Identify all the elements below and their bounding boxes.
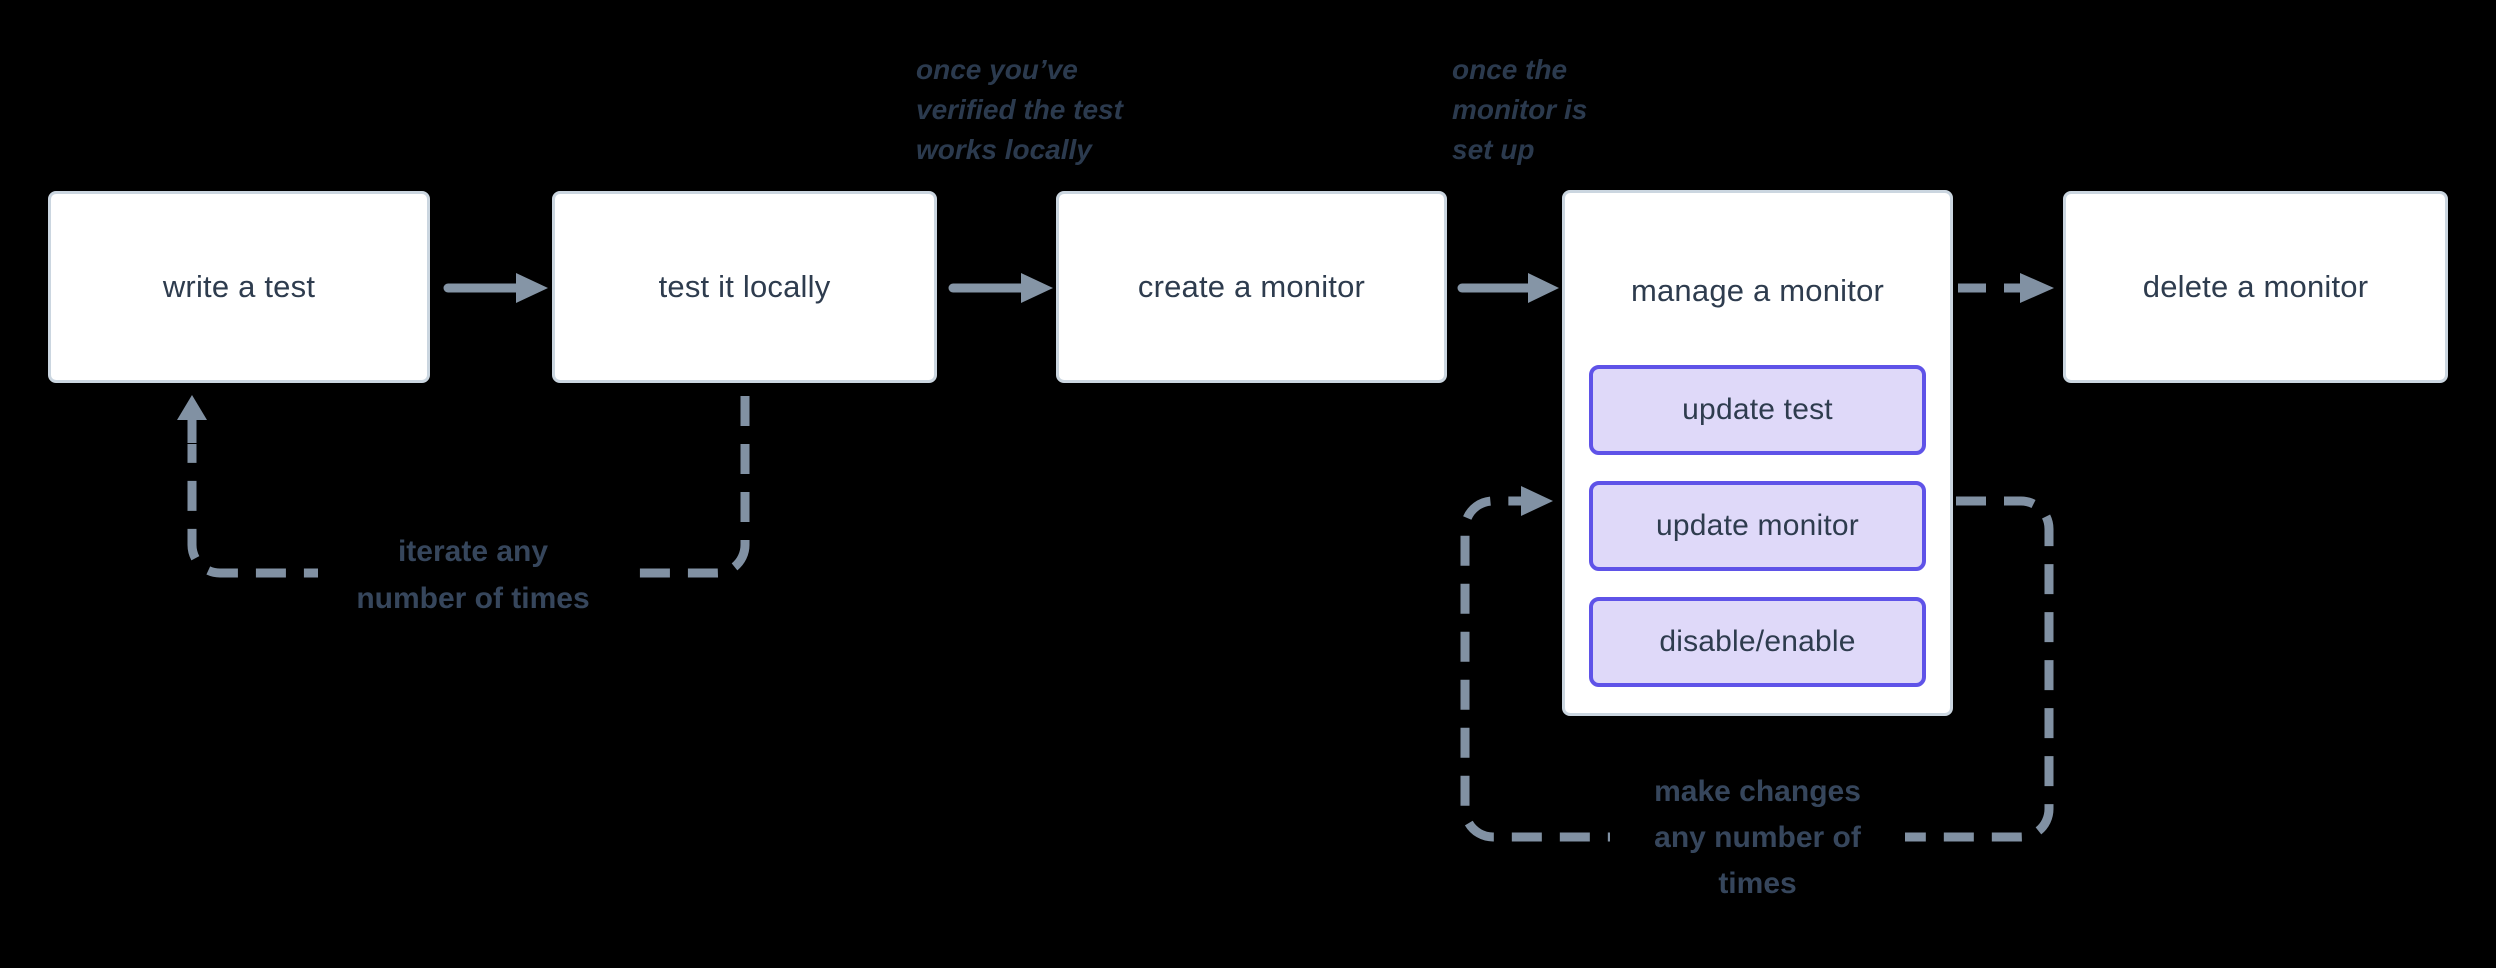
iterate-loop-label-line1: iterate any (397, 535, 549, 568)
make-changes-loop-label-line2: any number of (1654, 821, 1861, 854)
node-write-a-test: write a test (48, 191, 430, 383)
annotation-once-verified-line3: works locally (916, 134, 1092, 165)
action-update-test: update test (1589, 365, 1926, 455)
node-test-it-locally: test it locally (552, 191, 937, 383)
iterate-loop-label-line2: number of times (356, 582, 590, 615)
node-test-it-locally-label: test it locally (658, 269, 831, 304)
arrow-manage-to-delete (1958, 273, 2054, 303)
arrow-create-to-manage (1457, 273, 1559, 303)
make-changes-loop-label-line1: make changes (1654, 775, 1861, 808)
action-disable-enable: disable/enable (1589, 597, 1926, 687)
make-changes-loop-label-line3: times (1718, 867, 1797, 900)
annotation-once-verified: once you’ve verified the test works loca… (916, 50, 1123, 170)
annotation-once-setup-line1: once the (1452, 54, 1568, 85)
make-changes-loop-label: make changes any number of times (1610, 769, 1905, 907)
annotation-once-verified-line2: verified the test (916, 94, 1123, 125)
node-manage-a-monitor-label: manage a monitor (1630, 273, 1885, 308)
arrow-write-to-test (443, 273, 548, 303)
node-create-a-monitor-label: create a monitor (1137, 269, 1366, 304)
iterate-loop-label: iterate any number of times (318, 528, 628, 622)
node-write-a-test-label: write a test (162, 269, 316, 304)
node-create-a-monitor: create a monitor (1056, 191, 1447, 383)
annotation-once-setup-line3: set up (1452, 134, 1535, 165)
annotation-once-verified-line1: once you’ve (916, 54, 1078, 85)
node-delete-a-monitor: delete a monitor (2063, 191, 2448, 383)
annotation-once-setup: once the monitor is set up (1452, 50, 1587, 170)
action-update-monitor: update monitor (1589, 481, 1926, 571)
arrow-test-to-create (948, 273, 1053, 303)
annotation-once-setup-line2: monitor is (1452, 94, 1588, 125)
manage-actions-group: update test update monitor disable/enabl… (1589, 365, 1926, 687)
node-delete-a-monitor-label: delete a monitor (2142, 269, 2369, 304)
node-manage-a-monitor: manage a monitor update test update moni… (1562, 190, 1953, 716)
